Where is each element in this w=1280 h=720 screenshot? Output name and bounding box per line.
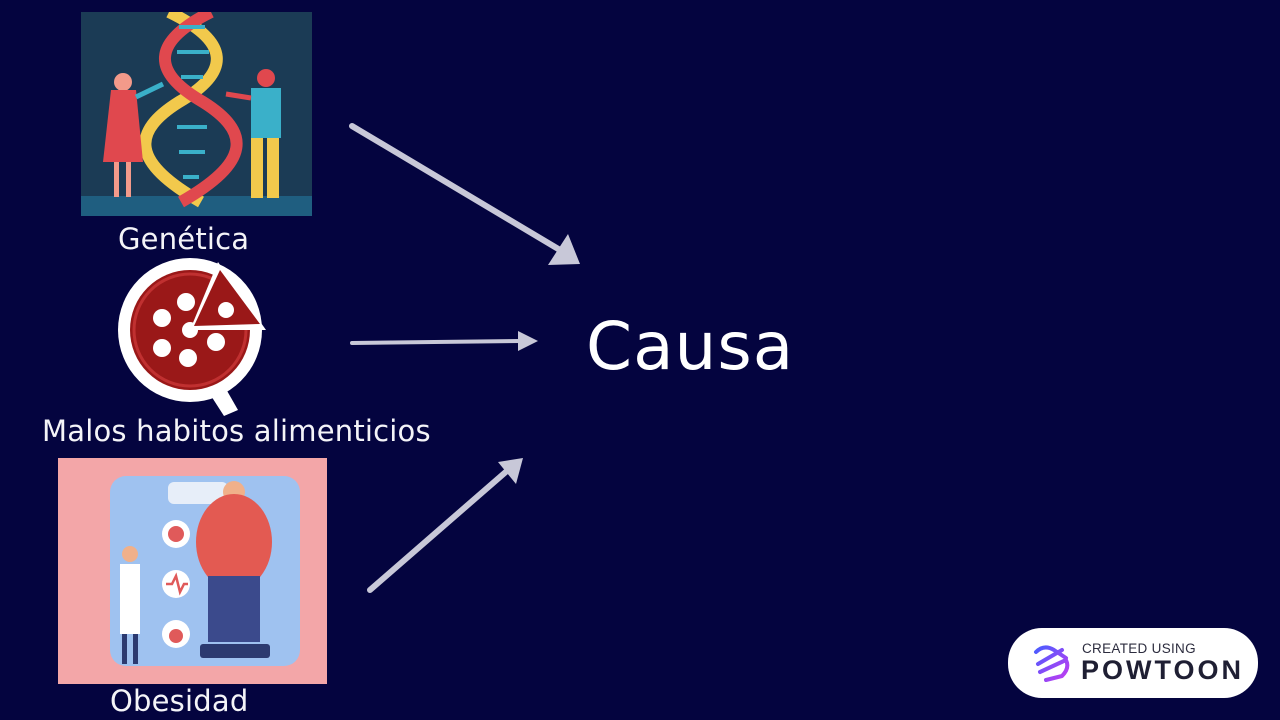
badge-small-text: CREATED USING: [1082, 641, 1196, 656]
genetics-illustration: [81, 12, 312, 216]
powtoon-badge[interactable]: CREATED USING POWTOON: [1008, 628, 1258, 698]
cause-label-bad-eating-habits: Malos habitos alimenticios: [42, 414, 431, 448]
arrow-bottom-icon: [367, 458, 523, 593]
cause-label-genetics: Genética: [118, 222, 250, 256]
arrow-middle-icon: [350, 331, 538, 351]
arrow-top-icon: [349, 123, 580, 265]
pizza-magnifier-illustration: [114, 258, 270, 420]
cause-label-obesity: Obesidad: [110, 684, 249, 718]
badge-brand-text: POWTOON: [1081, 655, 1245, 685]
obesity-illustration: [58, 458, 327, 684]
powtoon-logo-icon: [1034, 645, 1070, 682]
center-label: Causa: [586, 308, 795, 385]
